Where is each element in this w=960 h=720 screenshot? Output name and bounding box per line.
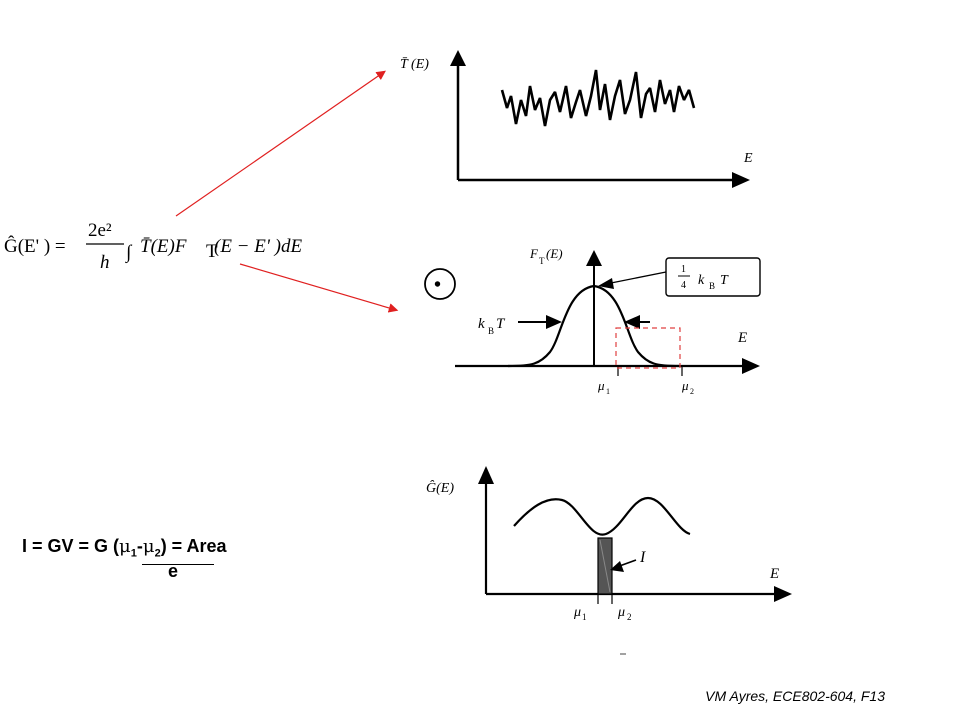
current-pointer-head: [610, 561, 624, 572]
mid-mu2-sub: 2: [690, 387, 694, 396]
current-eq-fraction-bar: [142, 564, 214, 565]
width-label-tail: T: [496, 316, 506, 332]
current-equation: I = GV = G (μ1-μ2) = Area e: [22, 536, 312, 582]
callout-text: k: [698, 273, 705, 288]
top-x-arrowhead: [732, 172, 750, 188]
fermi-window-plot: • F T (E) k B T 1 4 k B T E μ 1 μ 2: [424, 246, 761, 396]
current-eq-prefix: I = GV = G (: [22, 536, 120, 556]
current-eq-mu2: μ: [142, 536, 155, 557]
bot-y-label: Ĝ(E): [426, 479, 454, 496]
mid-x-label: E: [737, 330, 747, 346]
conductance-plot: Ĝ(E) E I μ 1 μ 2: [426, 466, 792, 655]
callout-box: [665, 257, 761, 297]
top-y-label: T̄ (E): [400, 57, 429, 72]
width-label-sub: B: [488, 326, 494, 336]
bot-mu1-label: μ: [573, 605, 581, 620]
width-arrow-left-head: [546, 315, 562, 329]
current-label: I: [639, 549, 646, 566]
formula-lhs: Ĝ(E' ) =: [4, 235, 66, 257]
width-arrow-right-head: [624, 315, 640, 329]
current-eq-line: I = GV = G (μ1-μ2) = Area: [22, 536, 227, 560]
mid-y-label-sub: T: [539, 256, 545, 266]
transmission-plot: T̄ (E) E: [400, 50, 753, 188]
bot-x-label: E: [769, 566, 779, 582]
mid-mu1-label: μ: [597, 378, 605, 393]
top-y-arrowhead: [450, 50, 466, 66]
mid-y-label: F: [529, 246, 539, 261]
bias-window-highlight: [615, 327, 681, 369]
formula-integrand-tail: (E − E' )dE: [214, 236, 303, 257]
callout-num: 1: [681, 264, 686, 275]
bot-mu1-sub: 1: [582, 612, 587, 622]
formula-denominator: h: [100, 252, 110, 273]
formula-integrand-sub: T: [206, 241, 218, 262]
arrow-to-fermi-window: [239, 263, 399, 313]
mid-x-arrowhead: [742, 358, 760, 374]
mid-mu1-sub: 1: [606, 387, 610, 396]
width-label: k: [478, 316, 485, 332]
landauer-formula: Ĝ(E' ) = 2e² h ∫ T̄(E)F T (E − E' )dE: [4, 220, 303, 273]
mid-mu2-label: μ: [681, 378, 689, 393]
current-eq-sub1: 1: [130, 547, 137, 560]
bullet-circle: [424, 268, 456, 300]
current-eq-sub2: 2: [154, 547, 161, 560]
bot-mu2-label: μ: [617, 605, 625, 620]
current-eq-mu1: μ: [119, 536, 131, 557]
callout-pointer-head: [598, 278, 614, 289]
callout-pointer: [605, 271, 667, 285]
current-area-hatch: [599, 539, 611, 593]
formula-integrand: T̄(E)F: [140, 236, 187, 257]
bot-y-arrowhead: [478, 466, 494, 484]
mid-y-label-tail: (E): [546, 246, 563, 261]
formula-integral: ∫: [125, 242, 133, 264]
callout-sub: B: [709, 281, 715, 291]
current-eq-denominator: e: [168, 560, 179, 581]
bullet-dot: •: [434, 274, 441, 296]
fermi-window-curve: [507, 284, 681, 368]
callout-tail: T: [720, 273, 729, 288]
callout-den: 4: [681, 280, 686, 291]
bot-mu2-sub: 2: [627, 612, 632, 622]
bot-x-arrowhead: [774, 586, 792, 602]
transmission-noise-curve: [500, 69, 696, 127]
arrow-to-transmission: [175, 70, 386, 217]
conductance-curve: [513, 496, 691, 536]
slide-footer: VM Ayres, ECE802-604, F13: [705, 688, 885, 704]
current-eq-suffix: ) = Area: [160, 536, 227, 556]
current-eq-minus: -: [136, 536, 143, 556]
formula-numerator: 2e²: [88, 220, 112, 241]
top-x-label: E: [743, 151, 753, 166]
mid-y-arrowhead: [586, 250, 602, 266]
